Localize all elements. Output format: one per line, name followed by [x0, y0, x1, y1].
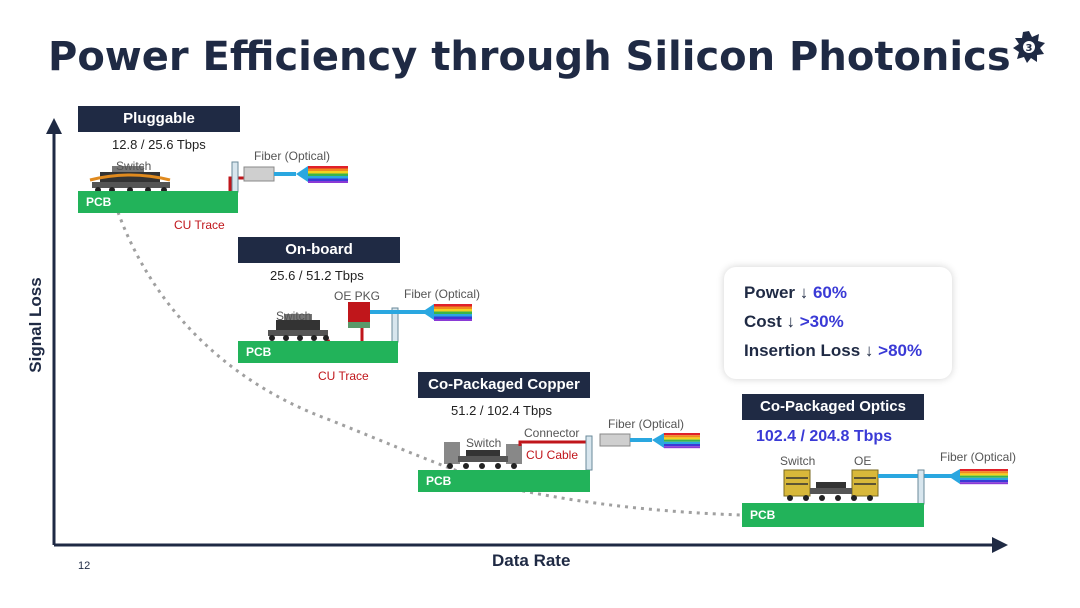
y-axis-arrow: [46, 118, 62, 134]
metric-value: >30%: [799, 312, 844, 331]
cpc-assembly: [444, 433, 700, 471]
stage-header-cpo: Co-Packaged Optics: [742, 394, 924, 420]
metric-value: >80%: [878, 341, 923, 360]
pcb-board: PCB: [78, 191, 238, 213]
metric-insertion-loss: Insertion Loss ↓ >80%: [744, 341, 922, 361]
stage-rate-cpc: 51.2 / 102.4 Tbps: [451, 403, 552, 418]
x-axis-arrow: [992, 537, 1008, 553]
x-axis-label: Data Rate: [492, 551, 571, 570]
cu-trace-label: CU Trace: [318, 369, 369, 383]
metric-cost: Cost ↓ >30%: [744, 312, 844, 332]
connector-label: Connector: [524, 426, 580, 440]
metric-label: Insertion Loss ↓: [744, 341, 879, 360]
switch-label: Switch: [116, 159, 152, 173]
stage-header-cpc: Co-Packaged Copper: [418, 372, 590, 398]
pcb-board: PCB: [238, 341, 398, 363]
cu-cable-label: CU Cable: [526, 448, 579, 462]
page-number: 12: [78, 560, 91, 572]
page-title: Power Efficiency through Silicon Photoni…: [48, 34, 1011, 80]
stage-rate-cpo: 102.4 / 204.8 Tbps: [756, 428, 893, 445]
stage-header-pluggable: Pluggable: [78, 106, 240, 132]
fiber-label: Fiber (Optical): [404, 287, 481, 301]
stage-header-onboard: On-board: [238, 237, 400, 263]
fiber-label: Fiber (Optical): [254, 149, 331, 163]
pcb-board: PCB: [742, 503, 924, 527]
trend-curve: [116, 211, 741, 517]
svg-text:3: 3: [1026, 43, 1033, 54]
cu-trace-label: CU Trace: [174, 218, 225, 232]
stage-rate-pluggable: 12.8 / 25.6 Tbps: [112, 137, 206, 152]
oe-label: OE: [854, 454, 872, 468]
metric-power: Power ↓ 60%: [744, 283, 847, 303]
stage-rate-onboard: 25.6 / 51.2 Tbps: [270, 268, 364, 283]
metric-value: 60%: [812, 283, 847, 302]
y-axis-label: Signal Loss: [26, 277, 45, 373]
switch-label: Switch: [276, 309, 312, 323]
switch-label: Switch: [466, 436, 502, 450]
fiber-label: Fiber (Optical): [608, 417, 685, 431]
savings-box: Power ↓ 60% Cost ↓ >30% Insertion Loss ↓…: [724, 267, 952, 379]
cpo-assembly: [783, 469, 1008, 505]
fiber-label: Fiber (Optical): [940, 450, 1017, 464]
metric-label: Cost ↓: [744, 312, 800, 331]
switch-label: Switch: [780, 454, 816, 468]
oe-pkg-label: OE PKG: [334, 289, 381, 303]
brand-logo-icon: 3: [1013, 31, 1045, 63]
metric-label: Power ↓: [744, 283, 813, 302]
pcb-board: PCB: [418, 470, 590, 492]
